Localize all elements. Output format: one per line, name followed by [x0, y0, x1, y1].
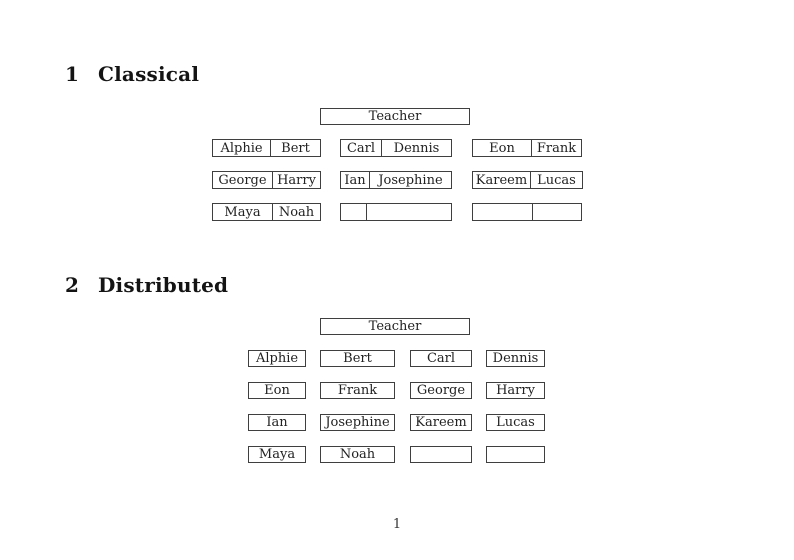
- section-number: 1: [65, 62, 80, 86]
- seat-box: Ian: [248, 414, 306, 431]
- section-title: Classical: [98, 62, 200, 86]
- section-heading-distributed: 2 Distributed: [65, 273, 228, 297]
- desk: Alphie Bert: [212, 139, 321, 157]
- seat-cell: Bert: [270, 140, 320, 156]
- desk: Kareem Lucas: [472, 171, 583, 189]
- seat-cell: Noah: [272, 204, 320, 220]
- desk: [472, 203, 582, 221]
- seat-cell: Josephine: [369, 172, 451, 188]
- desk: [340, 203, 452, 221]
- seat-cell: Harry: [272, 172, 320, 188]
- seat-cell: Lucas: [530, 172, 582, 188]
- teacher-box: Teacher: [320, 108, 470, 125]
- section-heading-classical: 1 Classical: [65, 62, 199, 86]
- seat-box: Lucas: [486, 414, 545, 431]
- seat-box: Harry: [486, 382, 545, 399]
- seat-box: [410, 446, 472, 463]
- seat-box: Eon: [248, 382, 306, 399]
- seat-box: Bert: [320, 350, 395, 367]
- teacher-label: Teacher: [368, 319, 422, 334]
- desk: Eon Frank: [472, 139, 582, 157]
- seat-cell: [473, 204, 532, 220]
- page-number: 1: [392, 517, 402, 532]
- seat-box: Carl: [410, 350, 472, 367]
- seat-cell: Carl: [346, 140, 376, 156]
- desk: Ian Josephine: [340, 171, 452, 189]
- desk: Maya Noah: [212, 203, 321, 221]
- seat-cell: Frank: [531, 140, 581, 156]
- teacher-label: Teacher: [368, 109, 422, 124]
- teacher-box: Teacher: [320, 318, 470, 335]
- section-number: 2: [65, 273, 80, 297]
- seat-box: Kareem: [410, 414, 472, 431]
- section-title: Distributed: [98, 273, 229, 297]
- seat-box: Alphie: [248, 350, 306, 367]
- seat-cell: Alphie: [220, 140, 263, 156]
- seat-cell: [341, 204, 366, 220]
- seat-box: Dennis: [486, 350, 545, 367]
- seat-box: Frank: [320, 382, 395, 399]
- seat-cell: Maya: [224, 204, 261, 220]
- seat-cell: Kareem: [475, 172, 528, 188]
- desk: Carl Dennis: [340, 139, 452, 157]
- seat-cell: [532, 204, 581, 220]
- seat-box: Josephine: [320, 414, 395, 431]
- seat-box: George: [410, 382, 472, 399]
- seat-cell: George: [218, 172, 267, 188]
- seat-box: Maya: [248, 446, 306, 463]
- seat-box: [486, 446, 545, 463]
- seat-cell: Ian: [344, 172, 366, 188]
- seat-cell: Eon: [489, 140, 515, 156]
- seat-box: Noah: [320, 446, 395, 463]
- seat-cell: [366, 204, 451, 220]
- desk: George Harry: [212, 171, 321, 189]
- seat-cell: Dennis: [381, 140, 451, 156]
